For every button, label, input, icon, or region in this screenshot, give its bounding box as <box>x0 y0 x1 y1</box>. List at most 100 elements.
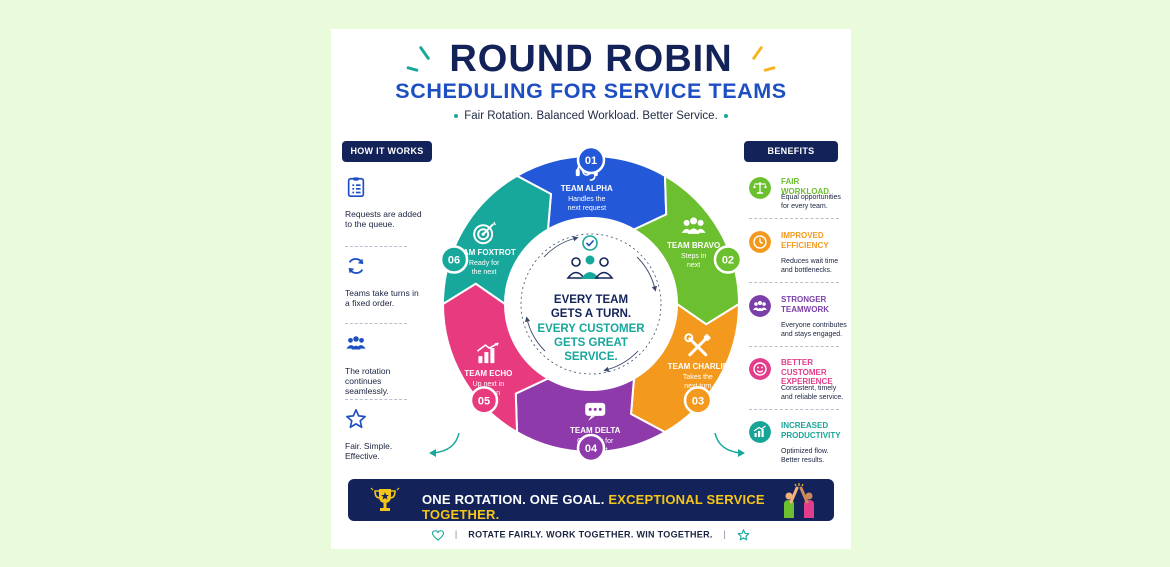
team-desc-5-line-1: Up next in <box>473 381 505 388</box>
tagline-text: Fair Rotation. Balanced Workload. Better… <box>464 110 718 122</box>
how-step-2: Teams take turns in a fixed order. <box>345 255 425 308</box>
team-number-1: 01 <box>585 155 597 167</box>
team-badge-3 <box>683 386 713 415</box>
benefit-divider-4 <box>749 409 839 410</box>
how-step-1: Requests are added to the queue. <box>345 176 425 229</box>
chat-icon <box>585 402 606 421</box>
team-badge-5 <box>469 386 499 415</box>
team-desc-6-line-2: the next <box>472 269 497 276</box>
how-step-1-text: Requests are added to the queue. <box>345 209 422 229</box>
inner-ring-arrow-top <box>543 236 579 258</box>
team-number-2: 02 <box>722 255 734 267</box>
target-icon <box>473 221 497 245</box>
how-step-3: The rotation continues seamlessly. <box>345 333 425 396</box>
curved-arrow-left <box>429 432 460 457</box>
footer-text: ROTATE FAIRLY. WORK TOGETHER. WIN TOGETH… <box>468 529 713 540</box>
team-name-2: TEAM BRAVO <box>667 241 720 250</box>
center-line-4: GETS GREAT <box>554 337 628 349</box>
benefit-divider-3 <box>749 346 839 347</box>
center-line-3: EVERY CUSTOMER <box>537 323 645 335</box>
how-divider-2 <box>345 323 407 324</box>
benefit-3-title: STRONGER TEAMWORK <box>781 295 829 314</box>
benefit-1-title: FAIR WORKLOAD <box>781 177 829 196</box>
tagline: Fair Rotation. Balanced Workload. Better… <box>331 110 851 122</box>
team-desc-1-line-1: Handles the <box>568 196 605 203</box>
inner-ring-arrow-bottom <box>603 350 639 372</box>
benefit-2-title: IMPROVED EFFICIENCY <box>781 231 829 250</box>
footer-divider-right: | <box>723 529 727 540</box>
team-badge-4 <box>576 433 606 463</box>
tagline-dot-right <box>723 113 728 118</box>
team-desc-6-line-1: Ready for <box>469 260 500 267</box>
smile-icon <box>749 358 771 380</box>
team-name-5: TEAM ECHO <box>464 369 512 378</box>
high-five-icon <box>784 483 814 518</box>
benefit-2-desc: Reduces wait time and bottlenecks. <box>781 258 839 274</box>
trophy-icon <box>370 487 400 511</box>
how-step-2-text: Teams take turns in a fixed order. <box>345 288 419 308</box>
rotation-wheel: EVERY TEAM GETS A TURN. EVERY CUSTOMER G… <box>439 145 743 463</box>
team-badge-6 <box>439 245 469 274</box>
team-name-1: TEAM ALPHA <box>561 184 613 193</box>
inner-ring-arrow-right <box>636 256 657 292</box>
benefit-3-desc: Everyone contributes and stays engaged. <box>781 322 847 338</box>
clock-icon <box>749 231 771 253</box>
team-badge-1 <box>576 145 606 175</box>
checklist-icon <box>347 177 365 197</box>
how-divider-1 <box>345 246 407 247</box>
team-name-6: TEAM FOXTROT <box>453 248 516 257</box>
benefit-4-desc: Consistent, timely and reliable service. <box>781 385 844 401</box>
team-desc-3-line-1: Takes the <box>683 374 713 381</box>
curved-arrow-right <box>714 432 745 457</box>
infographic-card: ROUND ROBIN SCHEDULING FOR SERVICE TEAMS… <box>331 29 851 549</box>
team-check-icon <box>566 235 614 279</box>
team-number-4: 04 <box>585 443 598 455</box>
chart-icon <box>476 342 499 364</box>
main-title: ROUND ROBIN <box>449 38 733 80</box>
wheel-center-disc <box>506 219 676 389</box>
team-desc-1-line-2: next request <box>568 205 607 212</box>
inner-dashed-ring <box>520 233 662 375</box>
group-icon <box>749 295 771 317</box>
footer-divider-left: | <box>454 529 458 540</box>
benefit-1-desc: Equal opportunities for every team. <box>781 194 841 210</box>
footer-star-icon <box>737 529 750 541</box>
heart-icon <box>431 529 445 541</box>
refresh-icon <box>348 258 364 274</box>
people-icon <box>346 336 366 350</box>
scale-icon <box>749 177 771 199</box>
tagline-dot-left <box>454 113 459 118</box>
how-divider-3 <box>345 399 407 400</box>
team-desc-2-line-2: next <box>687 262 700 269</box>
footer: | ROTATE FAIRLY. WORK TOGETHER. WIN TOGE… <box>331 529 851 541</box>
center-line-1: EVERY TEAM <box>554 294 628 306</box>
subtitle: SCHEDULING FOR SERVICE TEAMS <box>395 79 787 103</box>
star-icon <box>346 409 366 429</box>
how-step-3-text: The rotation continues seamlessly. <box>345 366 391 396</box>
team-number-6: 06 <box>448 255 460 267</box>
center-line-2: GETS A TURN. <box>551 308 631 320</box>
team-number-5: 05 <box>478 395 490 407</box>
benefit-divider-2 <box>749 282 839 283</box>
benefit-5-desc: Optimized flow. Better results. <box>781 448 829 464</box>
slogan-banner: ONE ROTATION. ONE GOAL. EXCEPTIONAL SERV… <box>348 479 834 522</box>
how-step-4: Fair. Simple. Effective. <box>345 408 425 461</box>
benefit-5-title: INCREASED PRODUCTIVITY <box>781 421 841 440</box>
growth-icon <box>749 421 771 443</box>
inner-ring-arrow-left <box>525 316 546 352</box>
team-badge-2 <box>713 245 743 274</box>
team-icon <box>681 217 706 234</box>
team-desc-2-line-1: Steps in <box>681 253 706 260</box>
benefits-header: BENEFITS <box>744 141 838 162</box>
slogan-text: ONE ROTATION. ONE GOAL. EXCEPTIONAL SERV… <box>422 492 834 522</box>
how-step-4-text: Fair. Simple. Effective. <box>345 441 393 461</box>
team-name-3: TEAM CHARLIE <box>668 362 729 371</box>
benefit-divider-1 <box>749 218 839 219</box>
slogan-part-1: ONE ROTATION. ONE GOAL. <box>422 492 605 507</box>
benefit-4-title: BETTER CUSTOMER EXPERIENCE <box>781 358 833 386</box>
wheel-labels: TEAM ALPHA Handles the next request 01TEAM … <box>439 145 743 463</box>
team-name-4: TEAM DELTA <box>570 426 621 435</box>
how-it-works-header: HOW IT WORKS <box>342 141 432 162</box>
slogan-part-2: EXCEPTIONAL SERVICE TOGETHER. <box>422 492 765 522</box>
tools-icon <box>684 333 711 357</box>
